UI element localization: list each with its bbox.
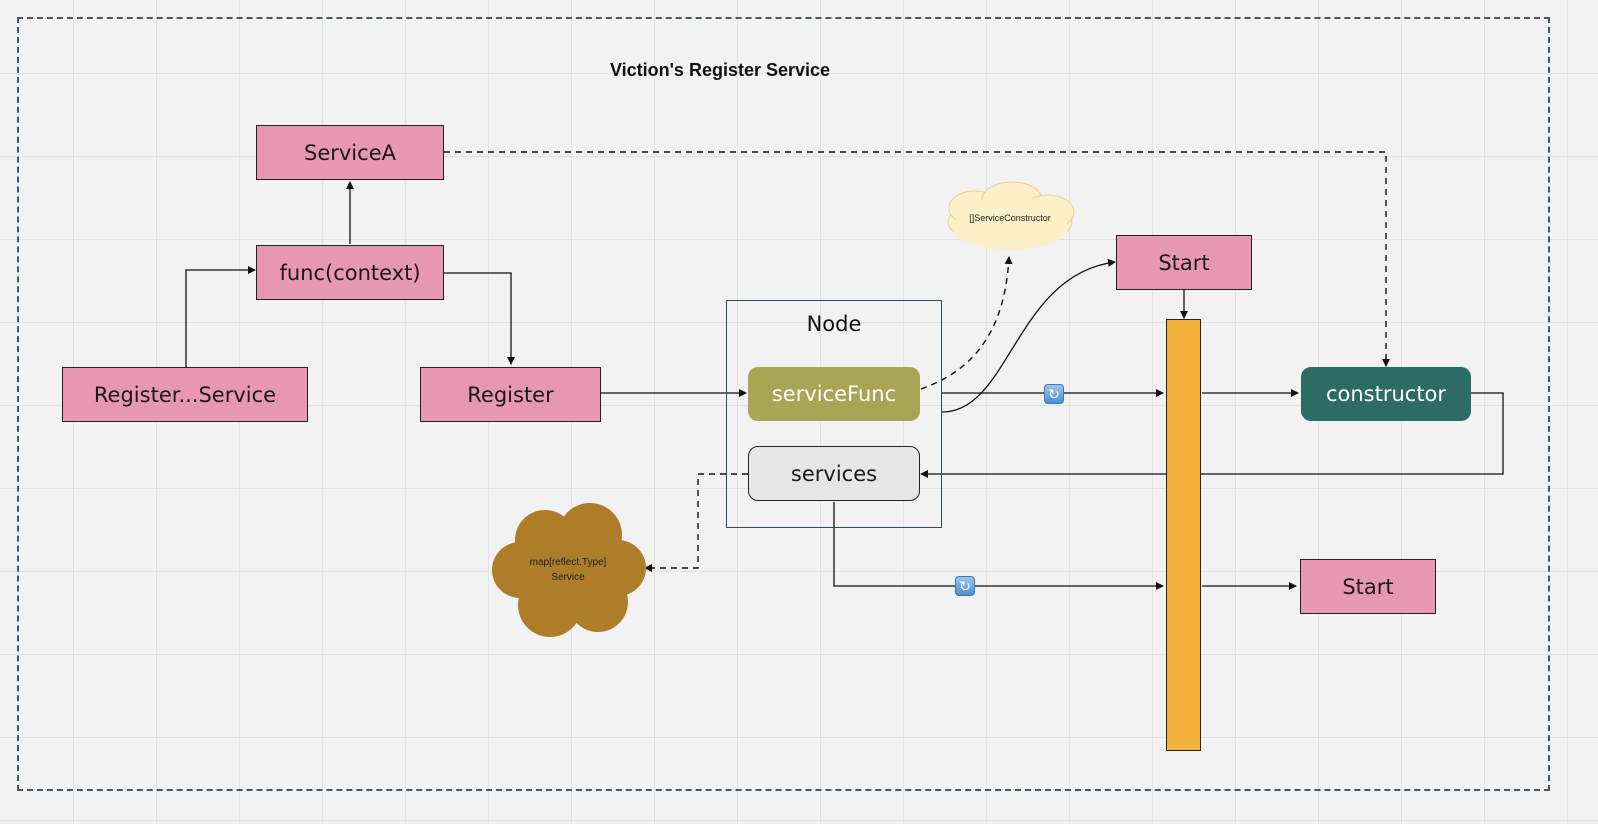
start-node-bottom[interactable]: Start	[1300, 559, 1436, 614]
node-container[interactable]	[726, 300, 942, 528]
constructor-node[interactable]: constructor	[1301, 367, 1471, 421]
edge-services-to-bar	[833, 502, 1164, 590]
register-node[interactable]: Register	[420, 367, 601, 422]
sync-bar	[1166, 319, 1201, 751]
service-map-label-line2: Service	[551, 572, 585, 583]
service-func-node[interactable]: serviceFunc	[748, 367, 920, 421]
sync-icon: ↻	[955, 576, 975, 596]
diagram-title: Viction's Register Service	[609, 60, 831, 80]
edge-registerservice-to-func	[185, 266, 256, 367]
func-context-node[interactable]: func(context)	[256, 245, 444, 300]
edge-servicefunc-to-start	[941, 258, 1116, 413]
service-constructor-label: []ServiceConstructor	[969, 213, 1051, 223]
service-map-cloud	[492, 503, 646, 637]
service-a-node[interactable]: ServiceA	[256, 125, 444, 180]
edge-servicea-to-constructor	[444, 151, 1390, 367]
sync-icon: ↻	[1044, 384, 1064, 404]
service-map-label-line1: map[reflect.Type]	[529, 557, 607, 568]
diagram-frame	[17, 17, 1550, 791]
service-constructor-cloud	[947, 181, 1075, 250]
start-node-top[interactable]: Start	[1116, 235, 1252, 290]
edge-services-to-map-cloud	[644, 473, 748, 572]
edge-constructor-to-services	[920, 392, 1504, 478]
register-service-node[interactable]: Register...Service	[62, 367, 308, 422]
node-container-label: Node	[806, 312, 862, 336]
edge-servicefunc-to-cloud	[920, 256, 1013, 390]
services-node[interactable]: services	[748, 446, 920, 501]
edge-func-to-register	[444, 272, 515, 365]
